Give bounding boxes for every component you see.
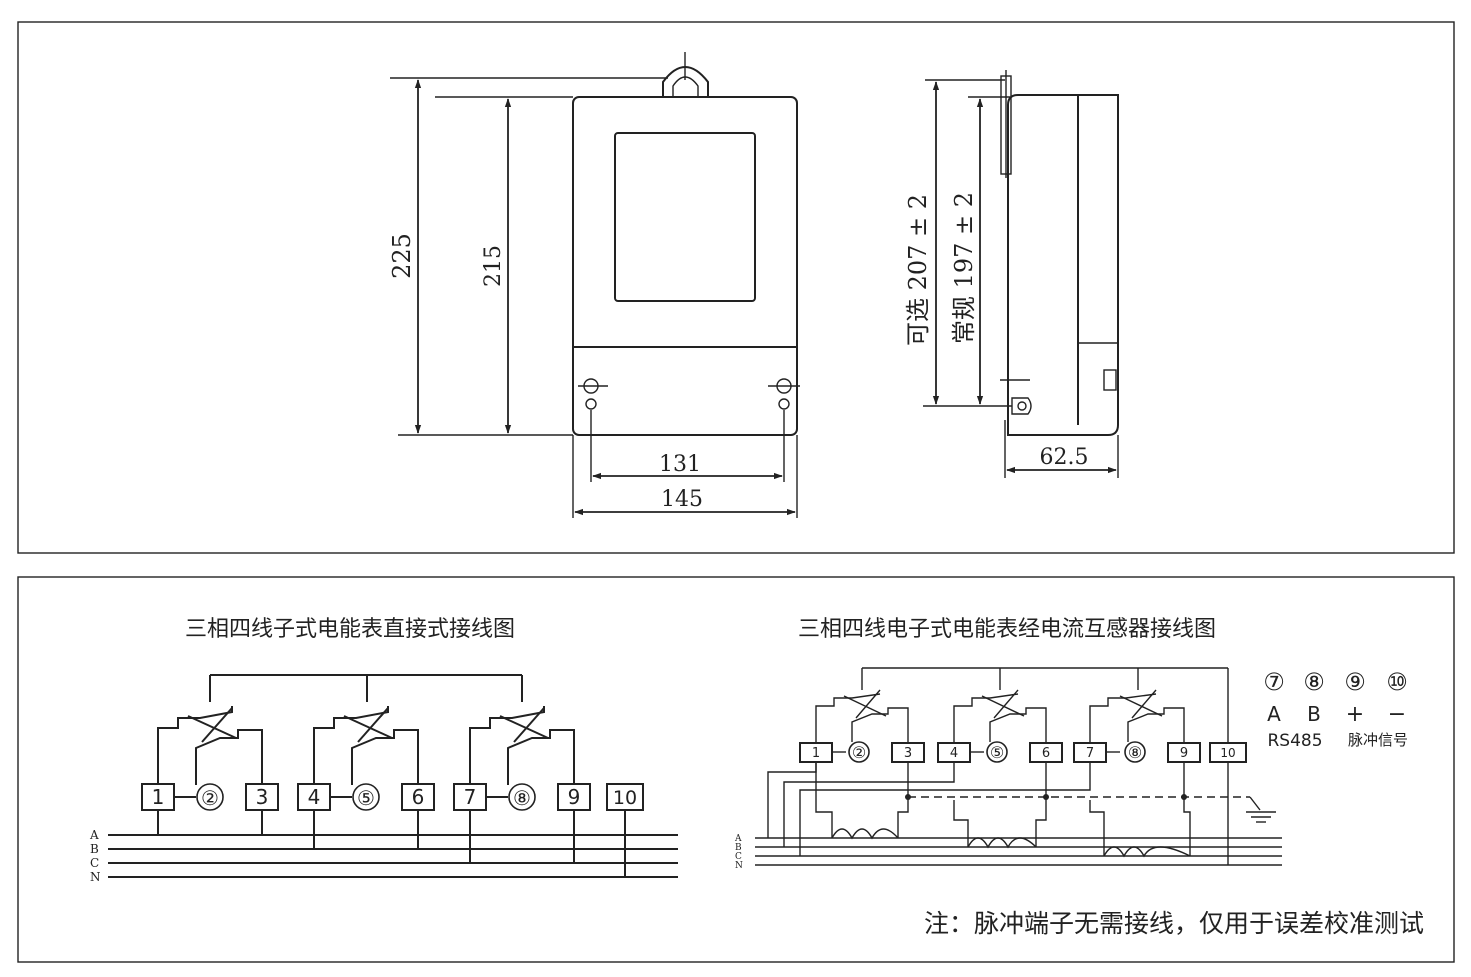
svg-text:3: 3 <box>904 746 912 761</box>
svg-text:9: 9 <box>568 785 581 809</box>
svg-text:1: 1 <box>812 746 820 761</box>
right-terminal-10: 10 <box>1209 742 1247 763</box>
right-wiring <box>755 667 1282 866</box>
svg-text:⑧: ⑧ <box>1128 743 1142 762</box>
right-terminal-5: ⑤ <box>986 741 1008 763</box>
legend-symbol-10: ⑩ <box>1386 668 1408 696</box>
legend-label-plus: + <box>1346 702 1364 727</box>
left-phase-c: C <box>90 856 99 870</box>
right-phase-b: B <box>735 843 742 853</box>
right-diagram-title: 三相四线电子式电能表经电流互感器接线图 <box>798 617 1216 642</box>
left-terminal-2: ② <box>196 783 224 811</box>
left-terminal-3: 3 <box>245 783 279 811</box>
svg-text:4: 4 <box>308 785 321 809</box>
svg-text:⑤: ⑤ <box>990 743 1004 762</box>
right-terminal-9: 9 <box>1167 742 1201 763</box>
left-wiring <box>108 674 678 878</box>
svg-text:10: 10 <box>613 787 637 809</box>
svg-text:9: 9 <box>1180 746 1188 761</box>
right-terminal-3: 3 <box>891 742 925 763</box>
svg-text:②: ② <box>201 786 219 810</box>
side-view <box>923 70 1119 478</box>
right-terminal-8: ⑧ <box>1124 741 1146 763</box>
right-terminal-1: 1 <box>799 742 833 763</box>
svg-text:3: 3 <box>256 785 269 809</box>
right-phase-n: N <box>735 861 743 871</box>
svg-text:7: 7 <box>464 785 477 809</box>
dim-215-label: 215 <box>481 245 506 287</box>
bottom-panel-frame <box>17 576 1455 963</box>
left-terminal-9: 9 <box>557 783 591 811</box>
svg-text:10: 10 <box>1220 746 1235 760</box>
legend-symbol-9: ⑨ <box>1344 668 1366 696</box>
footnote: 注：脉冲端子无需接线，仅用于误差校准测试 <box>924 909 1424 938</box>
left-terminal-7: 7 <box>453 783 487 811</box>
top-panel-frame <box>17 21 1455 554</box>
legend-label-a: A <box>1267 702 1281 726</box>
left-terminal-8: ⑧ <box>508 783 536 811</box>
dim-225-label: 225 <box>388 233 416 279</box>
right-terminal-4: 4 <box>937 742 971 763</box>
left-terminal-5: ⑤ <box>352 783 380 811</box>
front-view <box>390 52 800 518</box>
dim-62-5-label: 62.5 <box>1040 445 1089 470</box>
svg-text:1: 1 <box>152 785 165 809</box>
right-phase-c: C <box>735 852 742 862</box>
svg-text:⑤: ⑤ <box>357 786 375 810</box>
svg-text:7: 7 <box>1086 746 1094 761</box>
left-phase-b: B <box>90 842 99 856</box>
dim-145-label: 145 <box>661 487 703 512</box>
left-diagram-title: 三相四线子式电能表直接式接线图 <box>185 617 515 642</box>
right-terminal-6: 6 <box>1029 742 1063 763</box>
svg-text:6: 6 <box>412 785 425 809</box>
legend-rs485: RS485 <box>1267 731 1322 751</box>
right-terminal-2: ② <box>848 741 870 763</box>
dim-regular-label: 常规 197 ± 2 <box>950 192 978 344</box>
left-terminal-10: 10 <box>606 783 644 811</box>
svg-text:②: ② <box>852 743 866 762</box>
left-terminal-4: 4 <box>297 783 331 811</box>
legend-symbol-8: ⑧ <box>1303 668 1325 696</box>
right-phase-a: A <box>734 834 742 844</box>
terminal-legend: ⑦ ⑧ ⑨ ⑩ A B + − RS485 脉冲信号 <box>1263 668 1408 751</box>
legend-symbol-7: ⑦ <box>1263 668 1285 696</box>
legend-pulse: 脉冲信号 <box>1348 731 1408 749</box>
svg-text:⑧: ⑧ <box>513 786 531 810</box>
dim-131-label: 131 <box>659 452 701 477</box>
left-phase-n: N <box>90 870 101 884</box>
left-terminal-1: 1 <box>141 783 175 811</box>
dim-optional-label: 可选 207 ± 2 <box>904 194 932 346</box>
svg-text:4: 4 <box>950 746 958 761</box>
left-terminal-6: 6 <box>401 783 435 811</box>
legend-label-minus: − <box>1388 702 1406 727</box>
right-terminal-7: 7 <box>1073 742 1107 763</box>
legend-label-b: B <box>1307 702 1321 726</box>
svg-text:6: 6 <box>1042 746 1050 761</box>
left-phase-a: A <box>89 828 99 842</box>
